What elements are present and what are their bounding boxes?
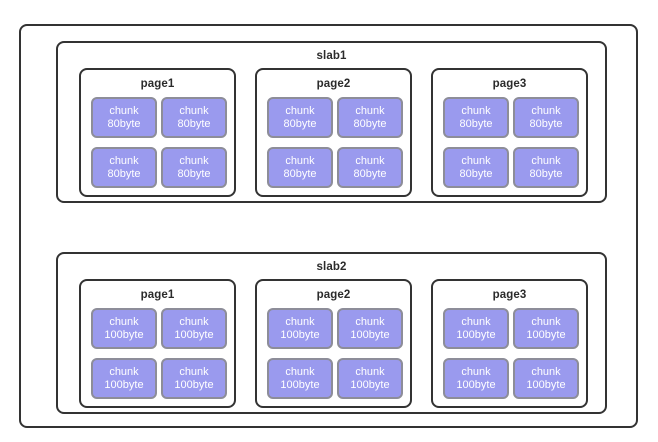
memory-cache-container: slab1 page1 chunk 80byte chunk 80byte	[19, 24, 638, 428]
chunk-name: chunk	[355, 365, 385, 378]
chunk-size: 80byte	[283, 117, 317, 130]
chunk-name: chunk	[285, 104, 315, 117]
chunk-name: chunk	[285, 154, 315, 167]
chunk-size: 100byte	[280, 378, 320, 391]
page-label: page3	[492, 78, 527, 90]
page-label: page1	[140, 289, 175, 301]
chunk-box: chunk 80byte	[513, 147, 579, 188]
chunk-size: 80byte	[177, 117, 211, 130]
page-label: page2	[316, 289, 351, 301]
chunk-grid: chunk 80byte chunk 80byte chunk 80byte	[443, 97, 580, 188]
chunk-size: 100byte	[104, 378, 144, 391]
chunk-size: 100byte	[526, 328, 566, 341]
page-label: page1	[140, 78, 175, 90]
chunk-box: chunk 80byte	[267, 147, 333, 188]
chunk-size: 100byte	[526, 378, 566, 391]
chunk-size: 80byte	[459, 167, 493, 180]
page-label: page2	[316, 78, 351, 90]
chunk-size: 80byte	[353, 167, 387, 180]
chunk-size: 100byte	[456, 328, 496, 341]
chunk-box: chunk 80byte	[267, 97, 333, 138]
chunk-box: chunk 100byte	[513, 308, 579, 349]
chunk-size: 80byte	[353, 117, 387, 130]
chunk-name: chunk	[461, 365, 491, 378]
chunk-size: 80byte	[529, 167, 563, 180]
chunk-name: chunk	[355, 315, 385, 328]
page-box: page3 chunk 80byte chunk 80byte	[431, 68, 588, 197]
slab-box: slab1 page1 chunk 80byte chunk 80byte	[56, 41, 607, 203]
chunk-grid: chunk 100byte chunk 100byte chunk 100byt…	[443, 308, 580, 399]
chunk-size: 100byte	[280, 328, 320, 341]
chunk-box: chunk 100byte	[337, 308, 403, 349]
chunk-size: 100byte	[350, 328, 390, 341]
chunk-name: chunk	[109, 104, 139, 117]
chunk-box: chunk 100byte	[443, 308, 509, 349]
chunk-box: chunk 80byte	[91, 97, 157, 138]
chunk-box: chunk 80byte	[91, 147, 157, 188]
chunk-name: chunk	[461, 315, 491, 328]
page-label: page3	[492, 289, 527, 301]
chunk-size: 100byte	[104, 328, 144, 341]
chunk-name: chunk	[109, 315, 139, 328]
chunk-size: 80byte	[107, 117, 141, 130]
chunk-box: chunk 100byte	[161, 308, 227, 349]
slab-label: slab2	[316, 261, 347, 273]
chunk-size: 80byte	[529, 117, 563, 130]
chunk-name: chunk	[461, 154, 491, 167]
chunk-box: chunk 80byte	[337, 147, 403, 188]
chunk-name: chunk	[179, 154, 209, 167]
chunk-name: chunk	[179, 104, 209, 117]
chunk-size: 100byte	[456, 378, 496, 391]
chunk-box: chunk 100byte	[91, 308, 157, 349]
page-box: page3 chunk 100byte chunk 100byte	[431, 279, 588, 408]
chunk-name: chunk	[531, 365, 561, 378]
chunk-grid: chunk 100byte chunk 100byte chunk 100byt…	[91, 308, 228, 399]
chunk-size: 100byte	[350, 378, 390, 391]
chunk-size: 80byte	[107, 167, 141, 180]
chunk-name: chunk	[179, 315, 209, 328]
chunk-box: chunk 100byte	[161, 358, 227, 399]
chunk-size: 80byte	[177, 167, 211, 180]
chunk-grid: chunk 100byte chunk 100byte chunk 100byt…	[267, 308, 404, 399]
chunk-name: chunk	[285, 365, 315, 378]
chunk-size: 100byte	[174, 328, 214, 341]
page-list: page1 chunk 80byte chunk 80byte	[79, 68, 588, 197]
chunk-name: chunk	[531, 104, 561, 117]
chunk-box: chunk 100byte	[267, 358, 333, 399]
chunk-grid: chunk 80byte chunk 80byte chunk 80byte	[91, 97, 228, 188]
page-box: page2 chunk 100byte chunk 100byte	[255, 279, 412, 408]
chunk-box: chunk 80byte	[443, 97, 509, 138]
chunk-box: chunk 100byte	[443, 358, 509, 399]
chunk-name: chunk	[355, 154, 385, 167]
slab-list: slab1 page1 chunk 80byte chunk 80byte	[56, 41, 607, 414]
chunk-box: chunk 100byte	[513, 358, 579, 399]
chunk-box: chunk 100byte	[91, 358, 157, 399]
chunk-box: chunk 80byte	[337, 97, 403, 138]
chunk-name: chunk	[109, 365, 139, 378]
chunk-name: chunk	[355, 104, 385, 117]
chunk-box: chunk 80byte	[513, 97, 579, 138]
page-list: page1 chunk 100byte chunk 100byte	[79, 279, 588, 408]
page-box: page2 chunk 80byte chunk 80byte	[255, 68, 412, 197]
chunk-size: 80byte	[283, 167, 317, 180]
chunk-grid: chunk 80byte chunk 80byte chunk 80byte	[267, 97, 404, 188]
chunk-box: chunk 80byte	[161, 147, 227, 188]
chunk-name: chunk	[179, 365, 209, 378]
chunk-name: chunk	[531, 315, 561, 328]
chunk-name: chunk	[461, 104, 491, 117]
page-box: page1 chunk 80byte chunk 80byte	[79, 68, 236, 197]
chunk-box: chunk 100byte	[337, 358, 403, 399]
chunk-name: chunk	[285, 315, 315, 328]
chunk-name: chunk	[531, 154, 561, 167]
chunk-size: 100byte	[174, 378, 214, 391]
chunk-size: 80byte	[459, 117, 493, 130]
slab-box: slab2 page1 chunk 100byte chunk 100byte	[56, 252, 607, 414]
page-box: page1 chunk 100byte chunk 100byte	[79, 279, 236, 408]
chunk-box: chunk 100byte	[267, 308, 333, 349]
slab-label: slab1	[316, 50, 347, 62]
chunk-name: chunk	[109, 154, 139, 167]
chunk-box: chunk 80byte	[161, 97, 227, 138]
chunk-box: chunk 80byte	[443, 147, 509, 188]
